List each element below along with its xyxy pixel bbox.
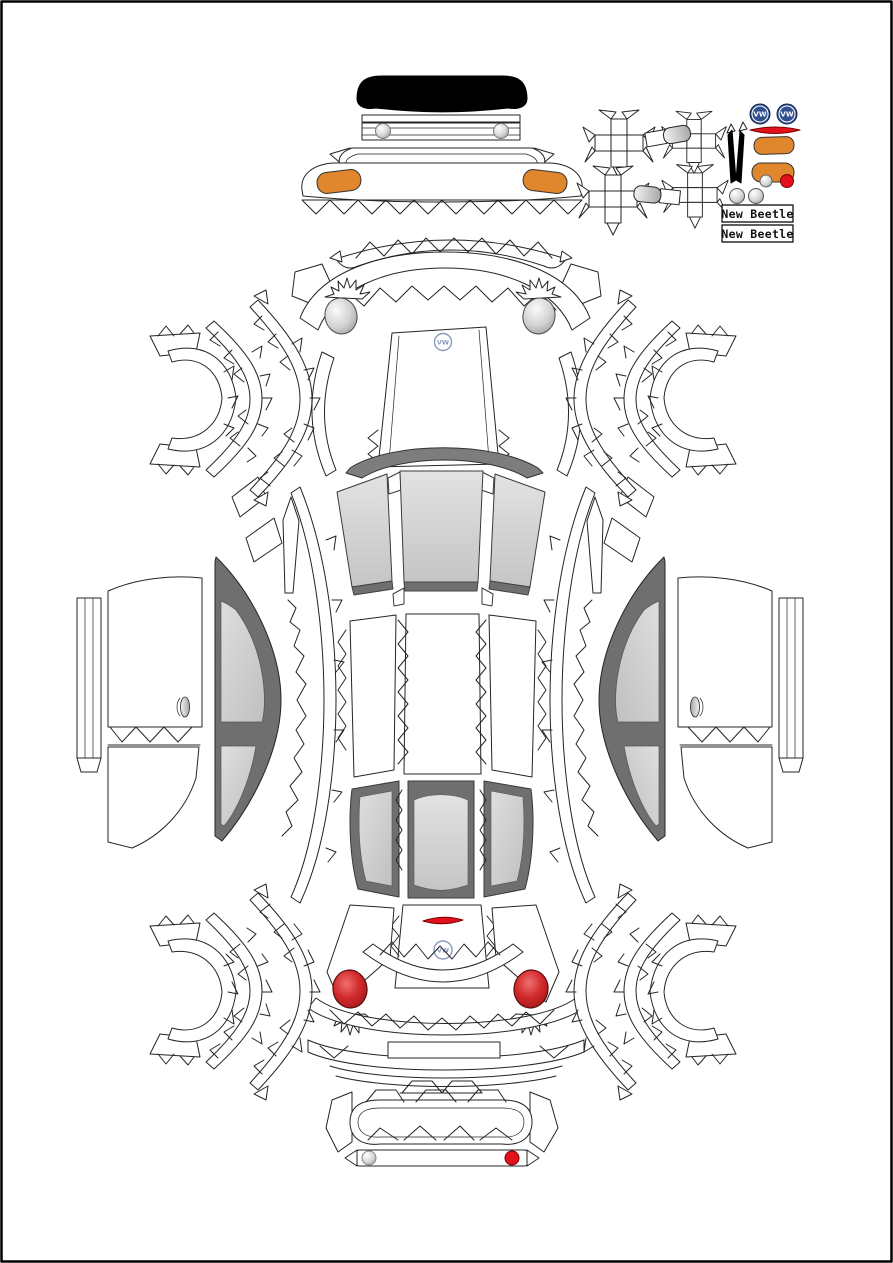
wiper-tip-right [738,121,748,132]
indicator-lamp-right [522,169,568,194]
vw-logo-hood-icon: VW [433,332,453,352]
name-plate-text: New Beetle [721,207,793,221]
wiper-blade-right [735,130,745,184]
headlight-sphere-part [748,188,764,204]
rear-window-panels [349,780,534,899]
cowl-crescent [345,447,544,479]
roof-panels [337,613,547,778]
indicator-lens-part-1 [753,136,795,155]
svg-text:VW: VW [437,339,449,347]
wiper-blade-left [727,129,737,184]
windshield-center-glass [399,470,484,583]
name-plate-box [721,224,794,243]
name-plates: New Beetle New Beetle [721,204,794,243]
vw-logo-icon: VW [776,103,798,125]
taillight-dome-right [513,969,549,1009]
mirror-parts [576,109,729,236]
mirror-arm-right [644,124,692,148]
hood-panel: VW [311,326,582,477]
front-bumper [301,162,583,215]
svg-text:VW: VW [780,111,793,119]
taillight-assembly [307,941,585,1036]
deck-brake-light [422,916,464,925]
windshield-glass-panels [336,470,546,607]
taillight-dome-left [332,969,368,1009]
cowl-strip [361,114,521,141]
wiper-pivot-left [375,123,391,139]
reflector-gray [361,1150,377,1166]
rear-bumper-bands [307,1039,585,1087]
name-plate-box [721,204,794,223]
headlight-sphere-part [729,188,745,204]
svg-text:VW: VW [753,111,766,119]
svg-text:VW: VW [437,947,449,955]
name-plate-text: New Beetle [721,227,793,241]
indicator-lamp-left [316,169,362,194]
front-fascia-arch [291,251,602,335]
mirror-arm-left [633,185,681,206]
small-lens-gray [759,174,773,188]
windshield-side-glass-left [336,473,393,588]
reflector-red [504,1150,520,1166]
brake-light-strip-part [749,126,801,134]
bottom-valence [325,1080,559,1167]
headlight-dome-left [324,297,358,335]
small-lens-red [780,174,794,188]
headlight-dome-right [522,297,556,335]
wiper-pivot-right [493,123,509,139]
windshield-glass-piece [356,75,528,113]
vw-logo-icon: VW [749,103,771,125]
windshield-side-glass-right [489,473,546,588]
